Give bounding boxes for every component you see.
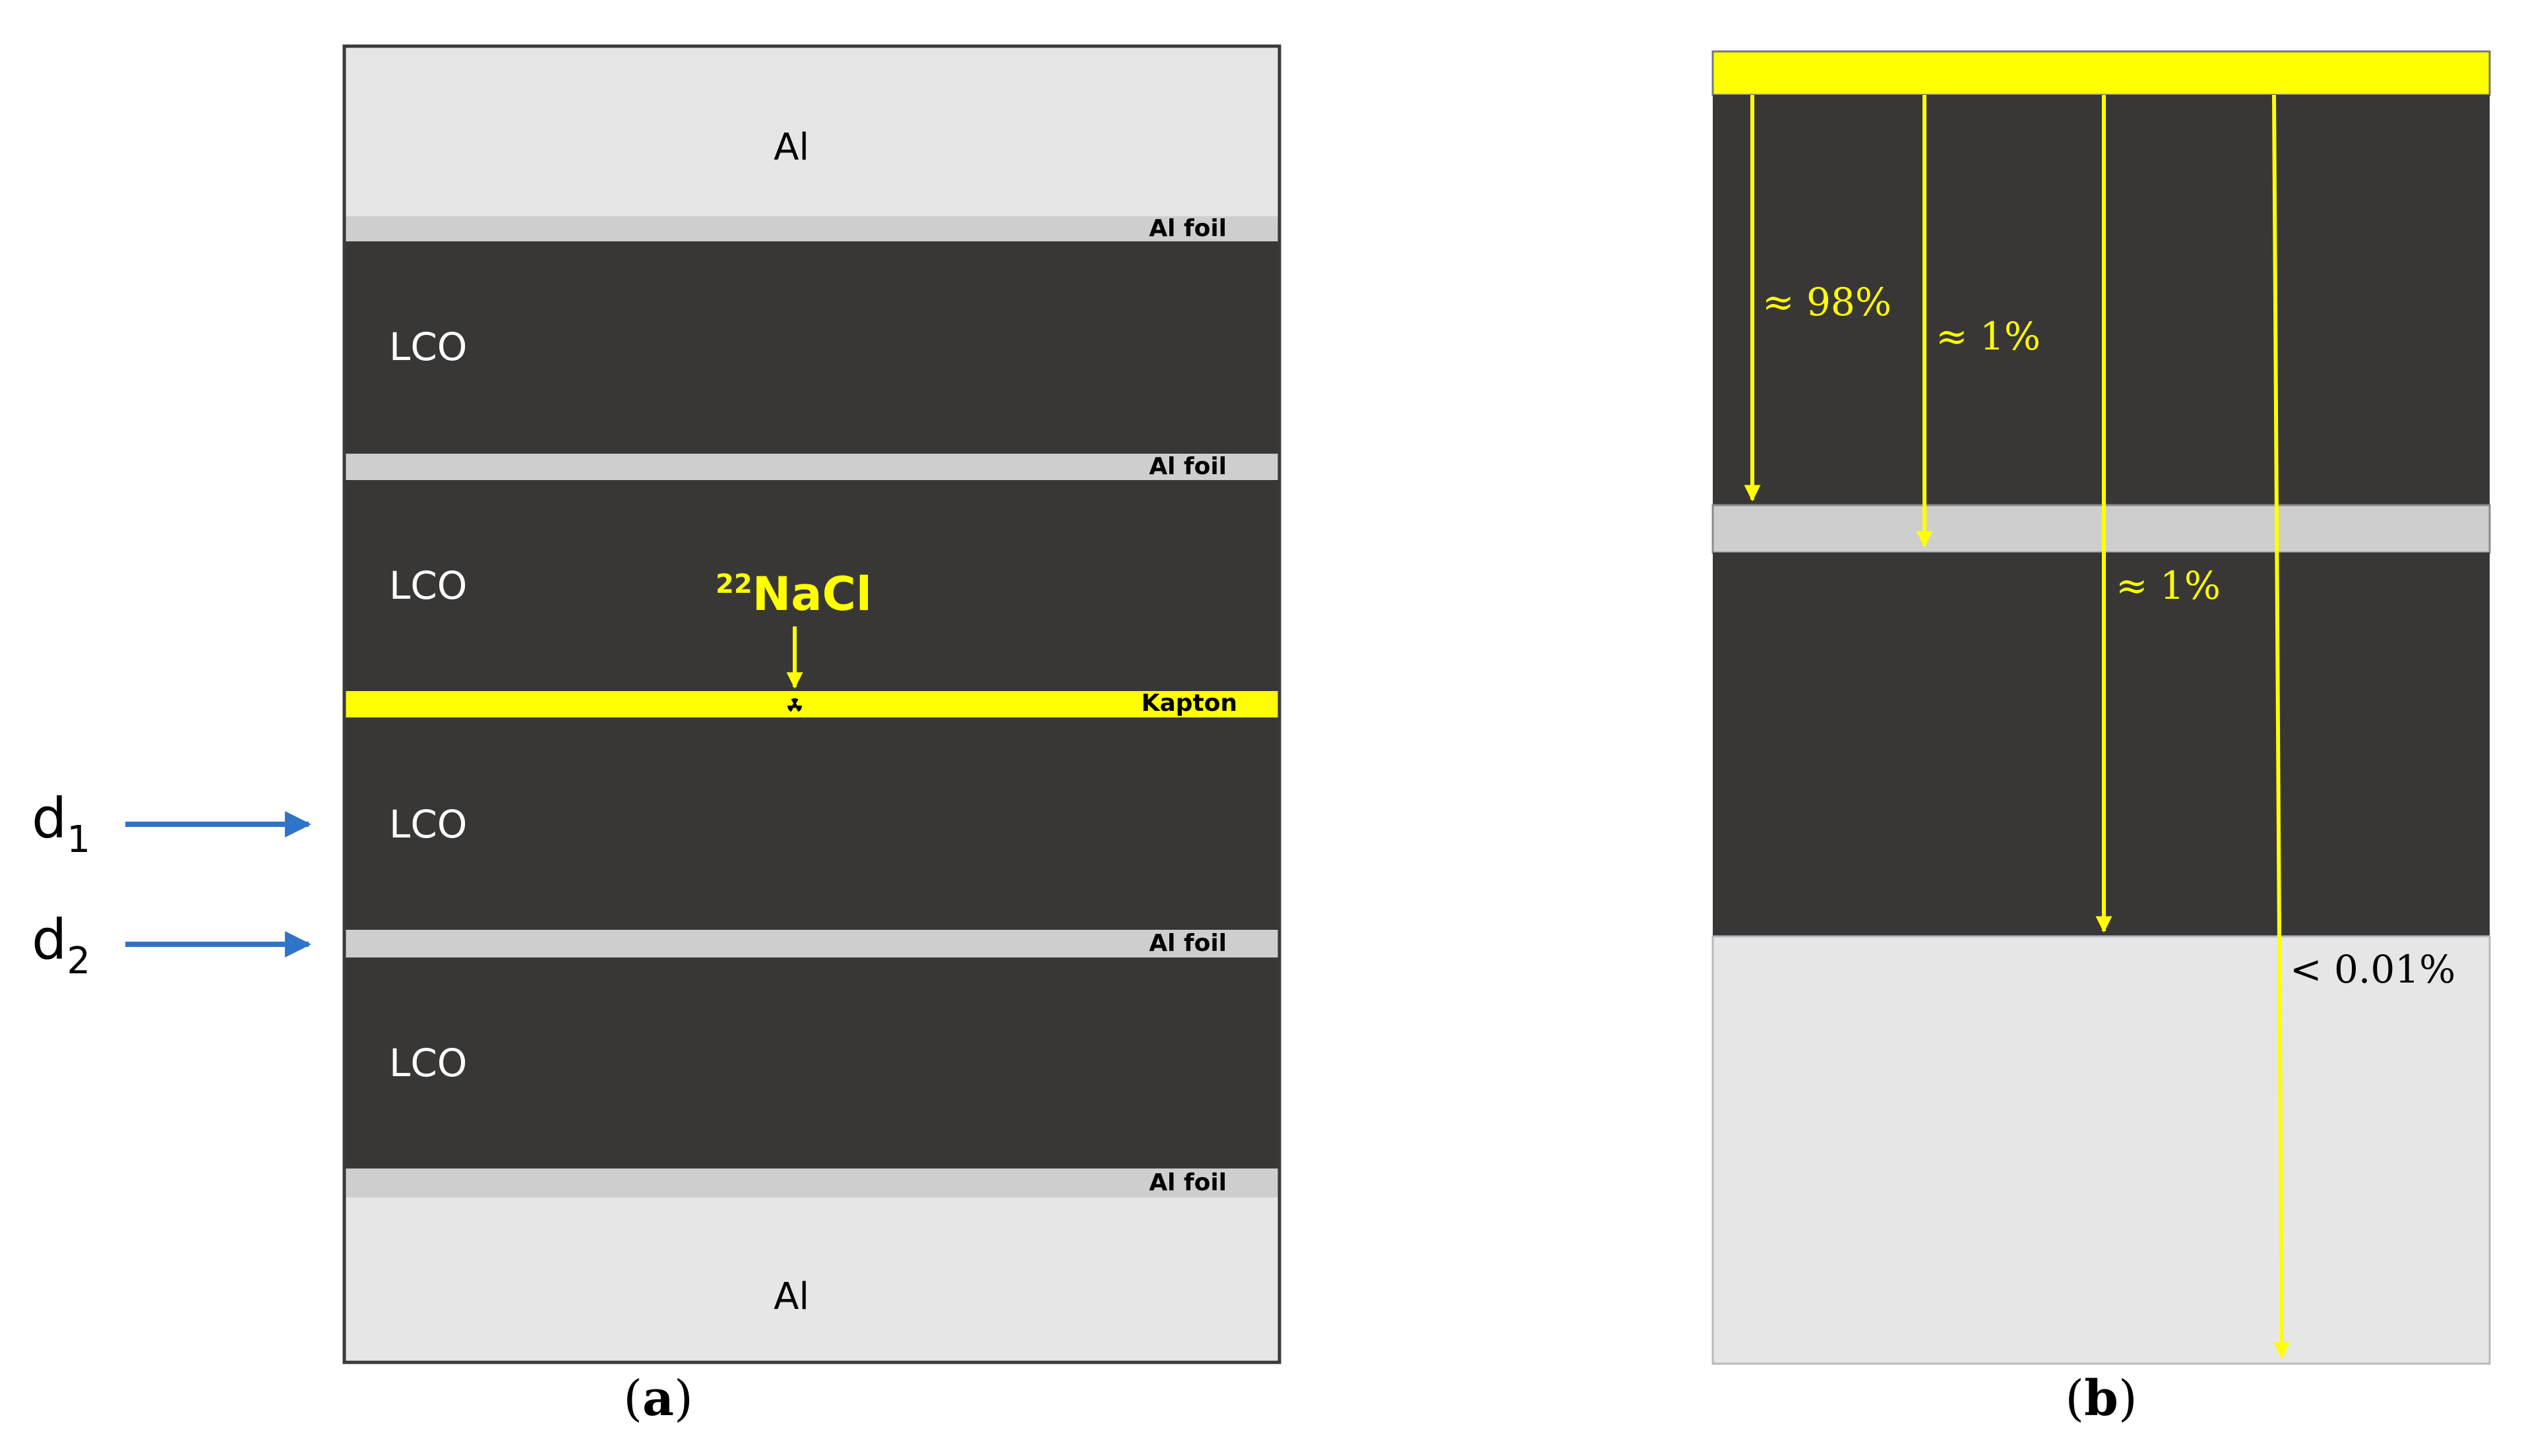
percentage-1-foil: ≈ 1%	[1936, 314, 2041, 359]
source-label: 22NaCl	[716, 567, 872, 621]
al-foil-3	[344, 930, 1279, 957]
caption-b-letter: b	[2084, 1370, 2118, 1427]
radiation-icon	[787, 698, 803, 713]
lco-layer-4	[344, 957, 1279, 1168]
caption-a: (a)	[623, 1370, 693, 1427]
lco-3-label: LCO	[389, 802, 467, 847]
al-foil-1-label: Al foil	[1149, 215, 1227, 242]
percentage-al: < 0.01%	[2290, 947, 2455, 992]
d1-subscript: 1	[67, 818, 90, 861]
b-al-block	[1711, 935, 2491, 1365]
panel-a-border	[342, 44, 1281, 1364]
d1-label: d1	[32, 786, 90, 861]
al-top-block	[344, 46, 1279, 216]
kapton-layer	[344, 691, 1279, 717]
kapton-label: Kapton	[1141, 690, 1237, 717]
positron-arrow-al	[2272, 94, 2291, 1359]
caption-b: (b)	[2065, 1370, 2138, 1427]
panel-b: ≈ 98% ≈ 1% ≈ 1% < 0.01%	[1711, 50, 2491, 1365]
lco-layer-2	[344, 480, 1279, 691]
al-bottom-block	[344, 1198, 1279, 1362]
b-kapton-source-layer	[1711, 50, 2491, 96]
al-foil-4	[344, 1168, 1279, 1198]
lco-layer-3	[344, 717, 1279, 930]
al-top-label: Al	[774, 126, 809, 169]
percentage-98: ≈ 98%	[1762, 280, 1892, 324]
d1-base: d	[32, 786, 67, 851]
al-bottom-label: Al	[774, 1275, 809, 1318]
lco-2-label: LCO	[389, 563, 467, 608]
d2-subscript: 2	[67, 940, 90, 983]
d2-label: d2	[32, 907, 90, 983]
lco-layer-1	[344, 241, 1279, 454]
b-lco-layer-1	[1713, 95, 2490, 505]
al-foil-4-label: Al foil	[1149, 1169, 1227, 1196]
al-foil-1	[344, 216, 1279, 241]
lco-1-label: LCO	[389, 324, 467, 369]
percentage-1-lco: ≈ 1%	[2116, 563, 2221, 608]
panel-a: Al Al foil LCO Al foil LCO 22NaCl Kapton…	[32, 44, 1281, 1364]
b-lco-layer-2	[1713, 553, 2490, 936]
al-foil-2-label: Al foil	[1149, 453, 1227, 480]
lco-4-label: LCO	[389, 1041, 467, 1085]
source-label-superscript: 22	[716, 569, 753, 599]
caption-a-letter: a	[642, 1370, 674, 1427]
source-label-formula: NaCl	[753, 567, 872, 621]
b-al-foil-layer	[1711, 504, 2491, 554]
al-foil-2	[344, 454, 1279, 480]
d2-base: d	[32, 907, 67, 972]
al-foil-3-label: Al foil	[1149, 930, 1227, 957]
